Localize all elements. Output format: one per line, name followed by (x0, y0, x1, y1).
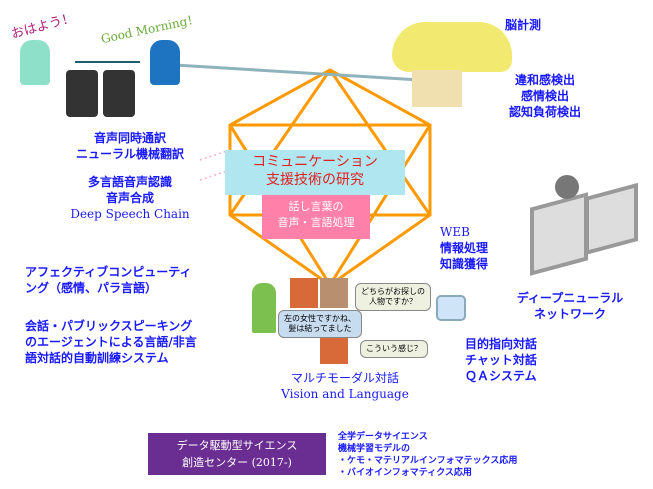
affective-text: アフェクティブコンピューティング（感情、パラ言語） (25, 265, 192, 295)
brain-items: 違和感検出感情検出認知負荷検出 (508, 73, 581, 119)
bubble-question: どちらがお探しの人物ですか？ (355, 283, 431, 311)
person-left-icon (20, 40, 50, 85)
datascience-text: 全学データサイエンス機械学習モデルの・ケモ・マテリアルインフォマテックス応用・バ… (338, 432, 518, 478)
brain-link-line (174, 63, 421, 82)
woman-face-icon (290, 278, 318, 308)
person-right-icon (150, 40, 180, 85)
center-sub-box: 話し言葉の音声・言語処理 (262, 195, 370, 239)
center-title-box: コミュニケーション支援技術の研究 (225, 150, 405, 195)
bubble-confirm: こういう感じ？ (360, 340, 428, 358)
network-node-icon (555, 175, 579, 199)
man-face-icon (320, 278, 348, 308)
phone-icon (66, 70, 98, 117)
center-name-box: データ駆動型サイエンス創造センター (2017-) (148, 433, 326, 475)
translation-text: 音声同時通訳ニューラル機械翻訳 (75, 131, 184, 161)
head-scan-icon (412, 70, 462, 107)
user-icon (252, 283, 276, 333)
conversation-text: 会話・パブリックスピーキングのエージェントによる言語/非言語対話的自動訓練システ… (25, 319, 197, 365)
robot-icon (436, 295, 466, 321)
generated-face-icon (320, 336, 348, 364)
bubble-answer: 左の女性ですかね、髪は結ってました (278, 310, 362, 338)
brain-icon (392, 22, 512, 72)
dnn-text: ディープニューラルネットワーク (516, 291, 624, 321)
phone-icon (103, 70, 135, 117)
brain-label: 脳計測 (505, 18, 542, 32)
